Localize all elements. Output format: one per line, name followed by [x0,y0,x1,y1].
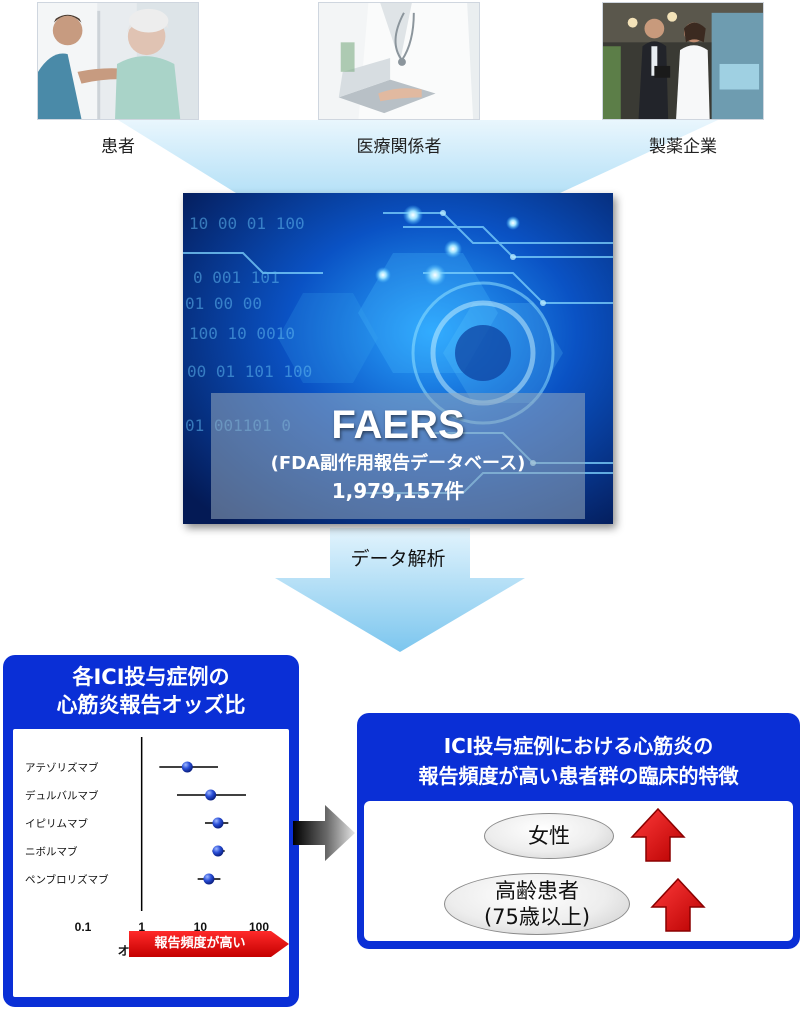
trait-title-line2: 報告頻度が高い患者群の臨床的特徴 [418,764,739,788]
clinical-traits-title: ICI投与症例における心筋炎の 報告頻度が高い患者群の臨床的特徴 [357,731,800,791]
odds-ratio-point [181,761,193,773]
connector-arrow [293,805,355,861]
trait-elderly-age: (75歳以上) [483,905,591,929]
trait-title-line1: ICI投与症例における心筋炎の [443,734,714,758]
x-tick-label: 100 [249,920,269,934]
trait-female: 女性 [484,813,614,859]
svg-text:0 001 101: 0 001 101 [193,268,280,287]
odds-ratio-point [212,817,224,829]
analysis-label: データ解析 [350,548,446,570]
higher-frequency-banner: 報告頻度が高い [129,931,289,957]
odds-ratio-point [205,789,217,801]
drug-label: デュルバルマブ [25,789,99,802]
drug-label: イピリムマブ [25,817,88,830]
x-tick-label: 10 [194,920,208,934]
odds-ratio-panel-title: 各ICI投与症例の 心筋炎報告オッズ比 [3,663,299,719]
traits-area: 女性 高齢患者 (75歳以上) [364,801,793,941]
drug-label: ニボルマブ [25,845,78,858]
odds-ratio-point [203,873,215,885]
odds-ratio-panel: 各ICI投与症例の 心筋炎報告オッズ比 アテゾリズマブデュルバルマブイピリムマブ… [3,655,299,1007]
trait-elderly-label: 高齢患者 [495,879,579,903]
patient-photo [37,2,199,120]
database-subtitle: (FDA副作用報告データベース) [270,453,526,474]
svg-text:100 10 0010: 100 10 0010 [189,324,295,343]
report-count: 1,979,157件 [331,479,465,503]
x-tick-label: 0.1 [75,920,92,934]
source-label-pharma: 製薬企業 [649,137,717,157]
drug-label: アテゾリズマブ [25,761,99,774]
medical-worker-photo [318,2,480,120]
increase-arrow-icon [650,877,706,932]
higher-frequency-label: 報告頻度が高い [154,936,246,951]
source-label-medical: 医療関係者 [356,137,442,157]
trait-elderly: 高齢患者 (75歳以上) [444,873,630,935]
svg-text:10 00 01 100: 10 00 01 100 [189,214,305,233]
increase-arrow-icon [630,807,686,862]
drug-label: ペンブロリズマブ [25,873,109,886]
clinical-traits-panel: ICI投与症例における心筋炎の 報告頻度が高い患者群の臨床的特徴 女性 高齢患者… [357,713,800,949]
svg-text:00 01 101 100: 00 01 101 100 [187,362,312,381]
database-caption: FAERS (FDA副作用報告データベース) 1,979,157件 [211,393,585,519]
database-title: FAERS [331,403,465,447]
x-tick-label: 1 [138,920,145,934]
faers-database-panel: 10 00 01 100 0 001 101 01 00 00 100 10 0… [183,193,613,524]
pharma-staff-photo [602,2,764,120]
odds-ratio-point [212,845,224,857]
or-title-line1: 各ICI投与症例の [72,665,230,689]
trait-female-label: 女性 [528,824,570,848]
source-label-patient: 患者 [101,137,135,157]
svg-text:01 00 00: 01 00 00 [185,294,262,313]
or-title-line2: 心筋炎報告オッズ比 [56,693,246,717]
